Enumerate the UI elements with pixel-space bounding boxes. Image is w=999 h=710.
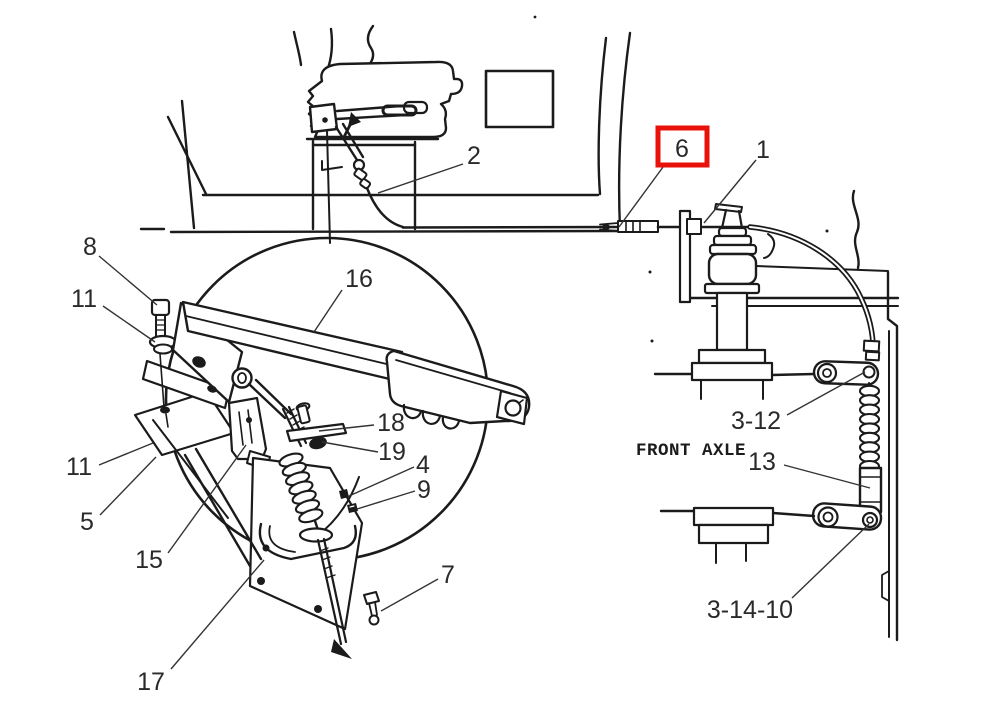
- nut-19: [309, 436, 327, 450]
- leader-line-15: [167, 444, 247, 554]
- bolt-7: [363, 591, 380, 626]
- callout-label-19: 19: [378, 438, 406, 466]
- leader-line-3-14-10: [791, 523, 870, 599]
- leader-line-16: [313, 289, 343, 333]
- leader-line-18: [318, 424, 375, 432]
- mounting-plate-upper: [141, 359, 231, 410]
- leader-line-4: [348, 466, 415, 497]
- return-spring: [858, 381, 881, 473]
- callout-label-7: 7: [441, 561, 455, 589]
- compression-spring: [278, 452, 324, 524]
- callout-label-17: 17: [137, 668, 165, 696]
- leader-line-3-12: [786, 371, 866, 416]
- leader-line-7: [380, 578, 439, 612]
- callout-label-8: 8: [83, 233, 97, 261]
- leader-line-5: [99, 456, 157, 516]
- callout-label-3-14-10: 3-14-10: [707, 596, 793, 624]
- callout-label-6: 6: [675, 135, 689, 163]
- brake-hand-lever: [308, 100, 429, 244]
- callout-label-16: 16: [345, 265, 373, 293]
- leader-line-13: [783, 464, 871, 489]
- link-3-12: [812, 339, 881, 386]
- callout-label-18: 18: [377, 409, 405, 437]
- front-axle-caption: FRONT AXLE: [636, 441, 746, 461]
- seat-console: [311, 139, 417, 231]
- leader-line-11: [102, 305, 156, 343]
- leader-line-2: [377, 163, 464, 194]
- callout-label-11: 11: [71, 285, 97, 313]
- leader-line-6: [618, 162, 667, 228]
- lever-pivot: [322, 117, 328, 123]
- lever-linkage-assembly: [133, 298, 531, 659]
- leader-line-11: [98, 442, 154, 466]
- callout-label-11: 11: [66, 453, 92, 481]
- callout-label-4: 4: [416, 451, 430, 479]
- bolt-4: [339, 489, 349, 499]
- frame-rail: [851, 189, 899, 642]
- leader-line-1: [703, 159, 757, 224]
- rod-tip: [331, 639, 352, 659]
- lever-grip: [385, 349, 531, 425]
- callout-label-9: 9: [417, 476, 431, 504]
- nut-9: [347, 503, 358, 513]
- bellcrank-pivot: [231, 367, 253, 389]
- callout-label-2: 2: [467, 142, 481, 170]
- callout-label-15: 15: [135, 546, 163, 574]
- callout-label-5: 5: [80, 508, 94, 536]
- callout-label-13: 13: [748, 448, 776, 476]
- brake-actuator: [690, 203, 774, 400]
- leader-line-19: [321, 441, 379, 453]
- leader-line-17: [170, 559, 265, 670]
- leader-line-8: [98, 255, 158, 306]
- highlight-box: [655, 125, 710, 168]
- front-axle-assembly: [648, 189, 900, 642]
- cable-bracket-1: [678, 209, 692, 304]
- link-3-14-10: [811, 502, 883, 531]
- leader-line-9: [356, 490, 416, 510]
- cab-outline: [139, 31, 632, 234]
- cab-window: [484, 69, 555, 129]
- callout-label-1: 1: [756, 136, 770, 164]
- callout-label-3-12: 3-12: [731, 407, 781, 435]
- lower-axle-pad: [659, 506, 816, 564]
- rod-yoke: [298, 527, 334, 543]
- cable-end-fitting: [617, 220, 659, 233]
- guide-bracket-15: [227, 396, 268, 461]
